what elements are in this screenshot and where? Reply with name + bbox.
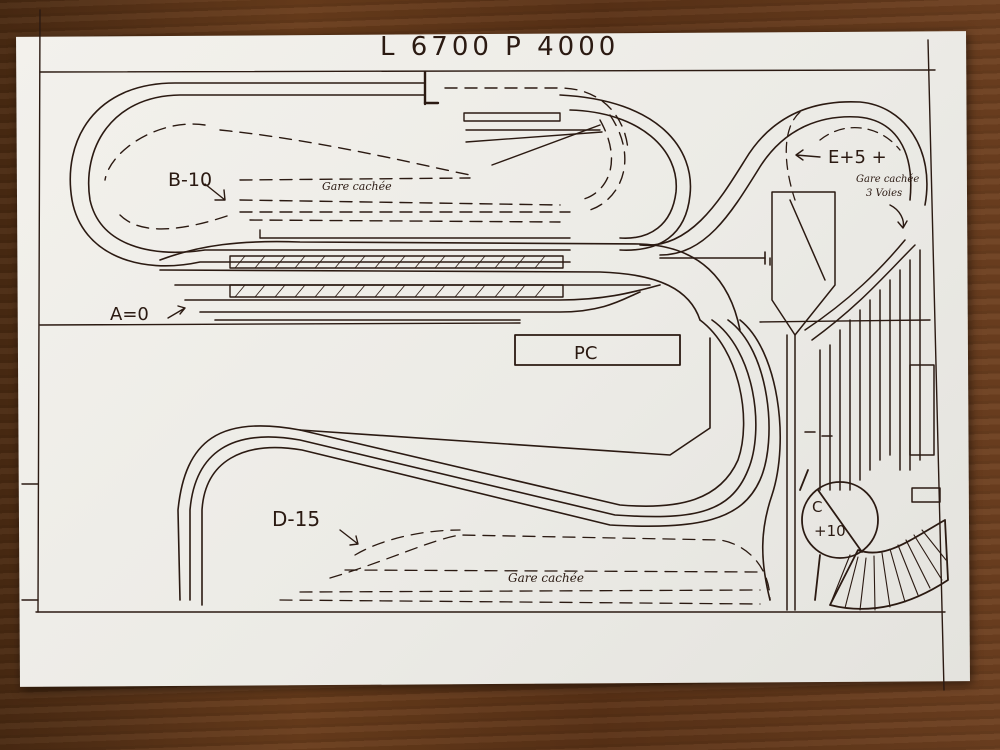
upper-hidden-station-label: Gare cachée bbox=[322, 180, 392, 193]
dimensions-title: L 6700 P 4000 bbox=[380, 32, 619, 62]
zone-e-label: E+5 + bbox=[828, 147, 887, 168]
zone-a-label: A=0 bbox=[110, 304, 149, 325]
right-hidden-station-dashed bbox=[785, 111, 901, 201]
upper-loop-track bbox=[69, 70, 692, 267]
lower-hidden-station-label: Gare cachée bbox=[508, 571, 584, 585]
pc-label: PC bbox=[574, 343, 597, 364]
turntable bbox=[799, 469, 949, 611]
sheet-guide-lines bbox=[21, 9, 946, 691]
zone-c-level: +10 bbox=[814, 522, 846, 540]
zone-b-label: B-10 bbox=[168, 169, 212, 191]
right-hidden-station-label: Gare cachée bbox=[856, 174, 919, 185]
label-arrows bbox=[167, 149, 908, 546]
right-loop-track bbox=[639, 100, 928, 256]
lower-hidden-station-dashed bbox=[279, 529, 771, 605]
upper-hidden-station-dashed bbox=[104, 87, 629, 230]
main-station-tracks bbox=[159, 240, 766, 331]
zone-d-label: D-15 bbox=[272, 507, 320, 531]
platforms bbox=[229, 255, 564, 298]
upper-sidings bbox=[259, 112, 603, 239]
right-hidden-station-tracks: 3 Voies bbox=[866, 188, 902, 199]
pc-desk bbox=[514, 334, 681, 366]
zone-c-label: C bbox=[812, 498, 822, 516]
junction-yard bbox=[769, 191, 941, 611]
lower-loop-track bbox=[177, 319, 781, 606]
